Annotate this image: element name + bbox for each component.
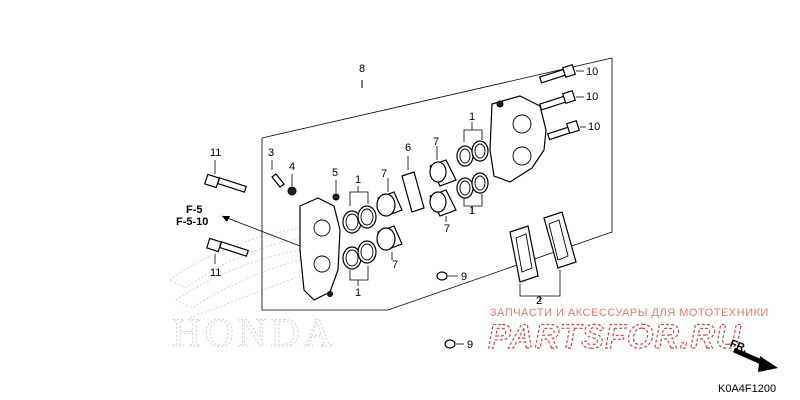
honda-wing-logo: HONDA [169,227,336,356]
brake-pad-rear [543,211,577,269]
label-10a: 10 [586,66,598,78]
label-7-b: 7 [392,259,398,271]
label-8: 8 [359,63,365,75]
bolt-11-bottom [205,237,249,264]
piston-left-top [376,178,403,217]
bleeder-cap [287,174,297,196]
label-1-right-bottom: 1 [469,205,475,217]
ref-f5-10: F-5-10 [176,216,208,228]
bolt-10-middle [538,89,584,111]
seals-left-top [342,186,377,234]
pad-spring [401,156,425,213]
seals-left-bottom [342,240,377,286]
label-5: 5 [332,167,338,179]
label-2: 2 [536,295,542,307]
label-6: 6 [405,142,411,154]
bolt-10-lower [546,119,586,141]
assembly-outline [261,57,613,311]
seals-right-top [456,122,489,167]
caliper-outer-half [489,95,547,183]
label-10b: 10 [586,91,598,103]
label-7-d: 7 [444,223,450,235]
label-1-left-bottom: 1 [355,287,361,299]
ref-arrow [221,215,301,247]
label-9-b: 9 [467,339,473,351]
seals-right-bottom [456,172,489,214]
label-4: 4 [289,161,295,173]
label-7-a: 7 [381,168,387,180]
piston-right-top [429,146,457,187]
diagram-code: K0A4F1200 [718,383,776,395]
bolt-11-top [203,160,247,193]
label-11-top: 11 [210,147,221,159]
caliper-inner-half [299,197,341,301]
label-9-a: 9 [461,271,467,283]
ref-f5: F-5 [186,204,203,216]
piston-right-bottom [429,189,457,222]
plug-9-upper [436,271,458,281]
honda-logo-text: HONDA [172,310,336,355]
brake-pad-front [509,225,539,283]
label-11-bottom: 11 [210,267,221,279]
bleeder-screw [271,160,285,188]
label-1-left-top: 1 [355,174,361,186]
label-10c: 10 [588,121,600,133]
label-3: 3 [268,147,274,159]
plug-9-lower [444,339,464,349]
label-1-right-top: 1 [469,111,475,123]
bolt-10-top [538,63,584,84]
piston-left-bottom [376,225,403,260]
pad-pin [332,180,340,201]
label-7-c: 7 [433,136,439,148]
watermark-brand: PARTSFOR.RU [488,318,742,356]
partsfor-watermark: ЗАПЧАСТИ И АКСЕССУАРЫ ДЛЯ МОТОТЕХНИКИ PA… [487,307,769,357]
watermark-subtitle: ЗАПЧАСТИ И АКСЕССУАРЫ ДЛЯ МОТОТЕХНИКИ [490,307,769,319]
